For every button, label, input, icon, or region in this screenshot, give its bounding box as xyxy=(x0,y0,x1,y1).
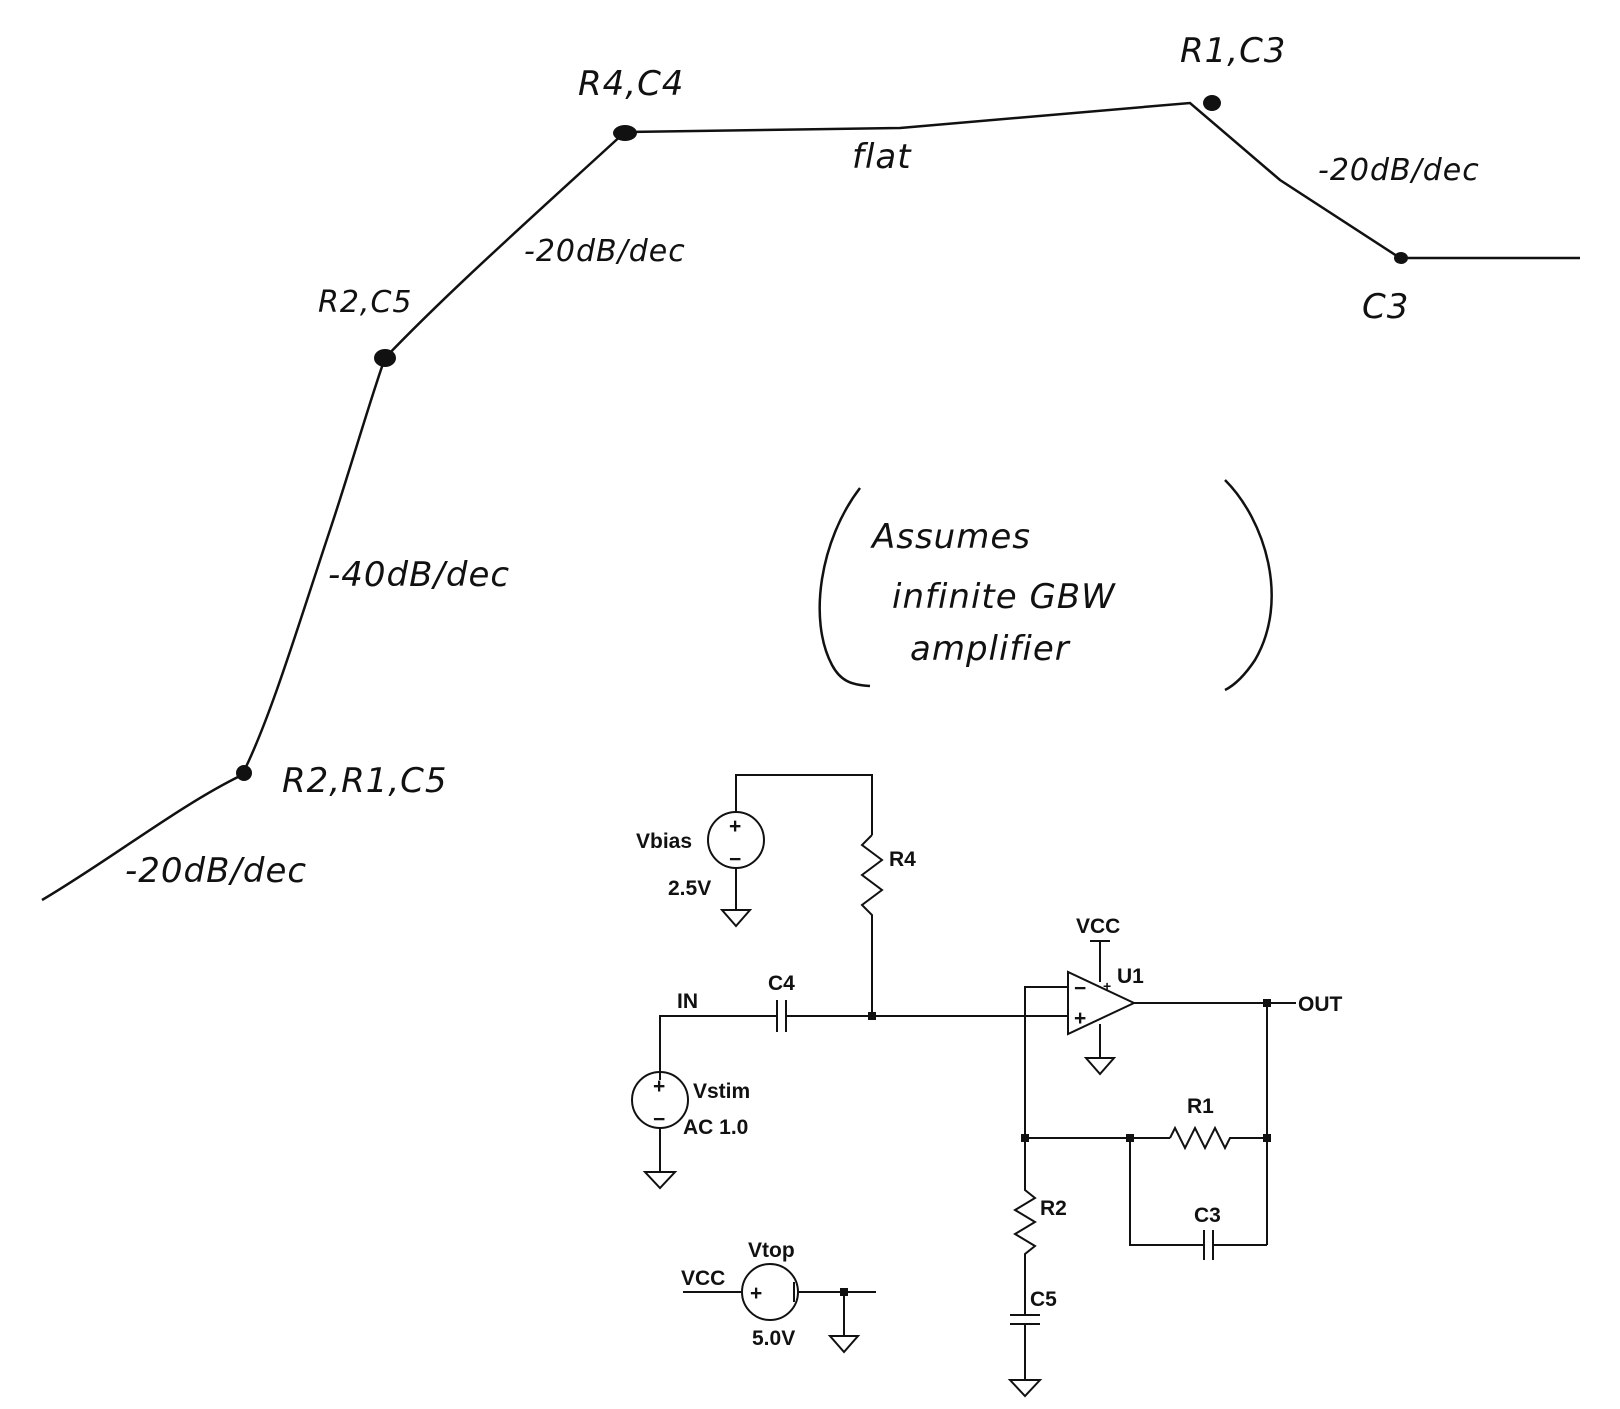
slope-label-s0: -20dB/dec xyxy=(125,851,307,891)
vtop-name: Vtop xyxy=(748,1239,795,1262)
note-line-1: Assumes xyxy=(870,517,1031,557)
vstim-source: + − Vstim AC 1.0 xyxy=(631,1071,750,1190)
c4-label: C4 xyxy=(768,972,795,995)
ground-symbol-vtop xyxy=(827,1335,861,1354)
c3-label: C3 xyxy=(1194,1204,1221,1227)
r2-c5-branch: R2 C5 xyxy=(1007,1138,1067,1398)
c5-label: C5 xyxy=(1030,1288,1057,1311)
bode-curve xyxy=(41,101,1580,902)
junction-node-fb-right xyxy=(1263,1134,1271,1142)
r1-label: R1 xyxy=(1187,1095,1214,1118)
out-label: OUT xyxy=(1298,993,1343,1016)
vstim-plus: + xyxy=(653,1075,665,1098)
vbias-minus: − xyxy=(729,848,741,871)
label-c3: C3 xyxy=(1362,287,1409,327)
note-line-3: amplifier xyxy=(910,629,1071,669)
opamp-minus: − xyxy=(1074,977,1086,1000)
vtop-plus: + xyxy=(750,1282,762,1305)
breakpoint-dot-3 xyxy=(613,125,637,141)
vbias-name: Vbias xyxy=(636,830,692,853)
vstim-name: Vstim xyxy=(693,1080,750,1103)
vbias-plus: + xyxy=(729,815,741,838)
slope-label-s4: -20dB/dec xyxy=(1318,153,1480,188)
breakpoint-dot-2 xyxy=(374,349,396,367)
feedback-network: R1 C3 xyxy=(1021,1003,1271,1260)
junction-node-c4 xyxy=(868,1012,876,1020)
r2-label: R2 xyxy=(1040,1197,1067,1220)
opamp-u1: − + U1 VCC + OUT xyxy=(1024,915,1343,1138)
label-r1-c3: R1,C3 xyxy=(1180,31,1286,71)
u1-label: U1 xyxy=(1117,965,1144,988)
ground-symbol-vstim xyxy=(642,1171,678,1190)
label-r2-c5: R2,C5 xyxy=(318,285,413,320)
vcc-top-label: VCC xyxy=(1076,915,1120,938)
bode-sketch: R2,R1,C5 R2,C5 R4,C4 R1,C3 C3 -20dB/dec … xyxy=(41,31,1580,902)
ground-symbol-opamp xyxy=(1083,1057,1117,1076)
input-network: IN C4 xyxy=(659,972,1068,1080)
slope-label-s1: -40dB/dec xyxy=(328,555,510,595)
opamp-vplus-mark: + xyxy=(1103,978,1111,994)
breakpoint-dot-5 xyxy=(1394,252,1408,264)
vcc-left-label: VCC xyxy=(681,1267,725,1290)
ground-symbol-vbias xyxy=(719,909,753,928)
vtop-source: VCC + Vtop 5.0V xyxy=(681,1239,876,1354)
opamp-plus: + xyxy=(1074,1007,1086,1030)
note-left-paren xyxy=(818,487,871,688)
vstim-minus: − xyxy=(653,1108,665,1131)
schematic: + − Vbias 2.5V R4 IN C4 + − xyxy=(631,774,1343,1398)
vstim-value: AC 1.0 xyxy=(683,1116,748,1139)
in-label: IN xyxy=(677,990,698,1013)
slope-label-s3: flat xyxy=(852,137,912,177)
vbias-value: 2.5V xyxy=(668,877,711,900)
breakpoint-dot-1 xyxy=(236,765,252,781)
note-line-2: infinite GBW xyxy=(892,577,1116,617)
resistor-r4: R4 xyxy=(860,834,916,1016)
label-r4-c4: R4,C4 xyxy=(578,64,684,104)
slope-label-s2: -20dB/dec xyxy=(524,234,686,269)
junction-node-fb-mid xyxy=(1126,1134,1134,1142)
assumption-note: Assumes infinite GBW amplifier xyxy=(818,479,1273,692)
ground-symbol-c5 xyxy=(1007,1379,1043,1398)
r4-label: R4 xyxy=(889,848,916,871)
breakpoint-dot-4 xyxy=(1203,95,1221,111)
label-r2-r1-c5: R2,R1,C5 xyxy=(282,761,448,801)
vbias-source: + − Vbias 2.5V xyxy=(636,774,873,928)
note-right-paren xyxy=(1224,479,1273,692)
vtop-value: 5.0V xyxy=(752,1327,795,1350)
